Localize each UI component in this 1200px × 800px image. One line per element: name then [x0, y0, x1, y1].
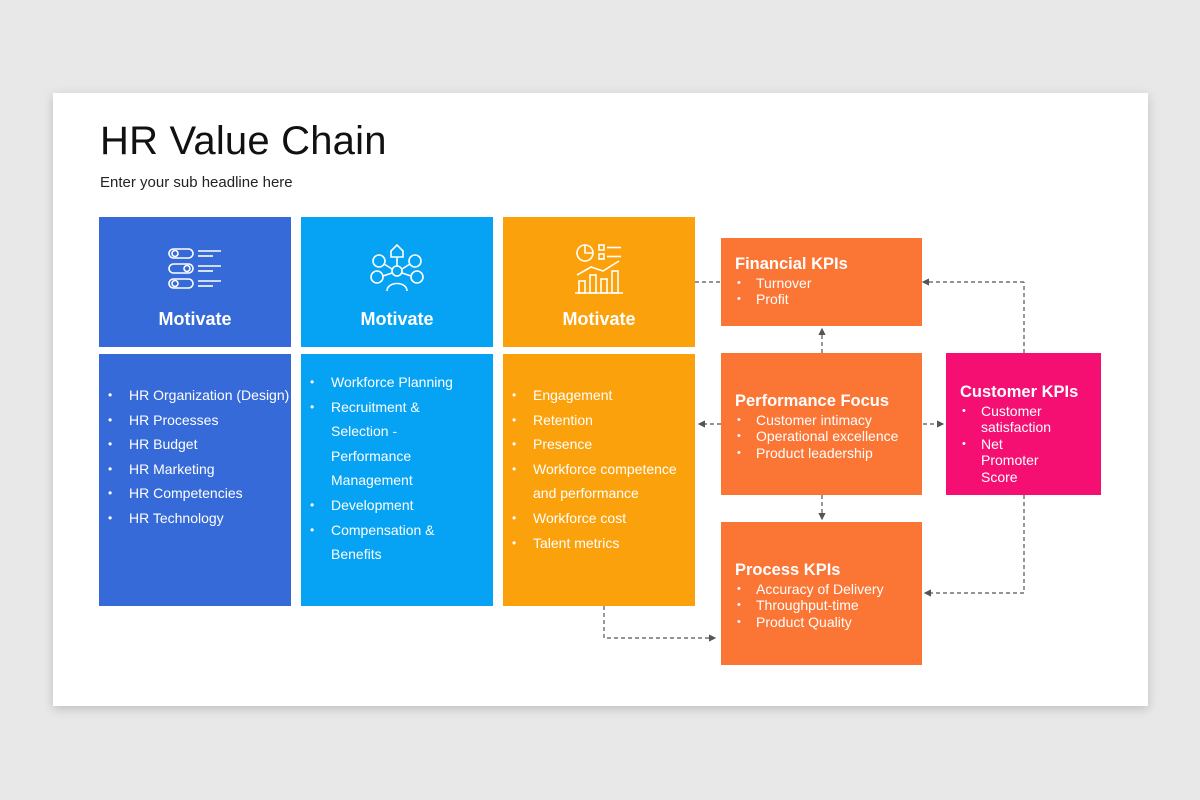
connector-lines	[603, 278, 1025, 642]
slide-title: HR Value Chain	[100, 119, 387, 163]
list-item: Retention	[512, 408, 695, 433]
list-item: Development	[310, 493, 493, 518]
column-2-list: Workforce Planning Recruitment & Selecti…	[301, 354, 493, 606]
list-item: HR Technology	[108, 506, 291, 531]
financial-kpis-box: Financial KPIs Turnover Profit	[721, 238, 922, 326]
list-item: HR Competencies	[108, 481, 291, 506]
list-item: Customer satisfaction	[962, 403, 1061, 436]
slide: HR Value Chain Enter your sub headline h…	[53, 93, 1148, 706]
performance-focus-title: Performance Focus	[735, 392, 890, 410]
list-item: Throughput-time	[737, 597, 922, 614]
people-network-icon	[370, 243, 424, 292]
customer-kpis-title: Customer KPIs	[960, 383, 1079, 401]
column-3-heading: Motivate	[562, 309, 636, 329]
toggles-list-icon	[168, 248, 221, 289]
list-item: Talent metrics	[512, 531, 695, 556]
list-item: HR Budget	[108, 432, 291, 457]
process-kpis-title: Process KPIs	[735, 561, 841, 579]
list-item: Presence	[512, 432, 695, 457]
list-item: Workforce cost	[512, 506, 695, 531]
column-3-list: Engagement Retention Presence Workforce …	[503, 354, 695, 606]
slide-subtitle: Enter your sub headline here	[100, 174, 293, 191]
list-item: Operational excellence	[737, 428, 922, 445]
column-2-heading: Motivate	[360, 309, 434, 329]
column-3-header: Motivate	[503, 217, 695, 347]
list-item: Customer intimacy	[737, 412, 922, 429]
list-item: HR Organization (Design)	[108, 383, 291, 408]
customer-kpis-box: Customer KPIs Customer satisfaction Net …	[946, 353, 1101, 495]
column-1-list: HR Organization (Design) HR Processes HR…	[99, 354, 291, 606]
list-item: Net Promoter Score	[962, 436, 1061, 485]
column-1-header: Motivate	[99, 217, 291, 347]
connector-orange-to-process	[603, 606, 717, 642]
list-item: Product leadership	[737, 445, 922, 462]
list-item: Workforce Planning	[310, 370, 493, 395]
column-1-heading: Motivate	[158, 309, 232, 329]
analytics-chart-icon	[575, 244, 623, 294]
list-item: HR Processes	[108, 408, 291, 433]
list-item: Product Quality	[737, 614, 922, 631]
list-item: Workforce competence and performance	[512, 457, 695, 506]
list-item: HR Marketing	[108, 457, 291, 482]
financial-kpis-title: Financial KPIs	[735, 255, 848, 273]
connector-customer-to-process	[923, 495, 1025, 597]
performance-focus-box: Performance Focus Customer intimacy Oper…	[721, 353, 922, 495]
column-2-header: Motivate	[301, 217, 493, 347]
list-item: Accuracy of Delivery	[737, 581, 922, 598]
list-item: Turnover	[737, 275, 922, 292]
list-item: Compensation & Benefits	[310, 518, 493, 567]
list-item: Engagement	[512, 383, 695, 408]
list-item: Profit	[737, 291, 922, 308]
process-kpis-box: Process KPIs Accuracy of Delivery Throug…	[721, 522, 922, 665]
list-item: Recruitment & Selection - Performance Ma…	[310, 395, 493, 493]
